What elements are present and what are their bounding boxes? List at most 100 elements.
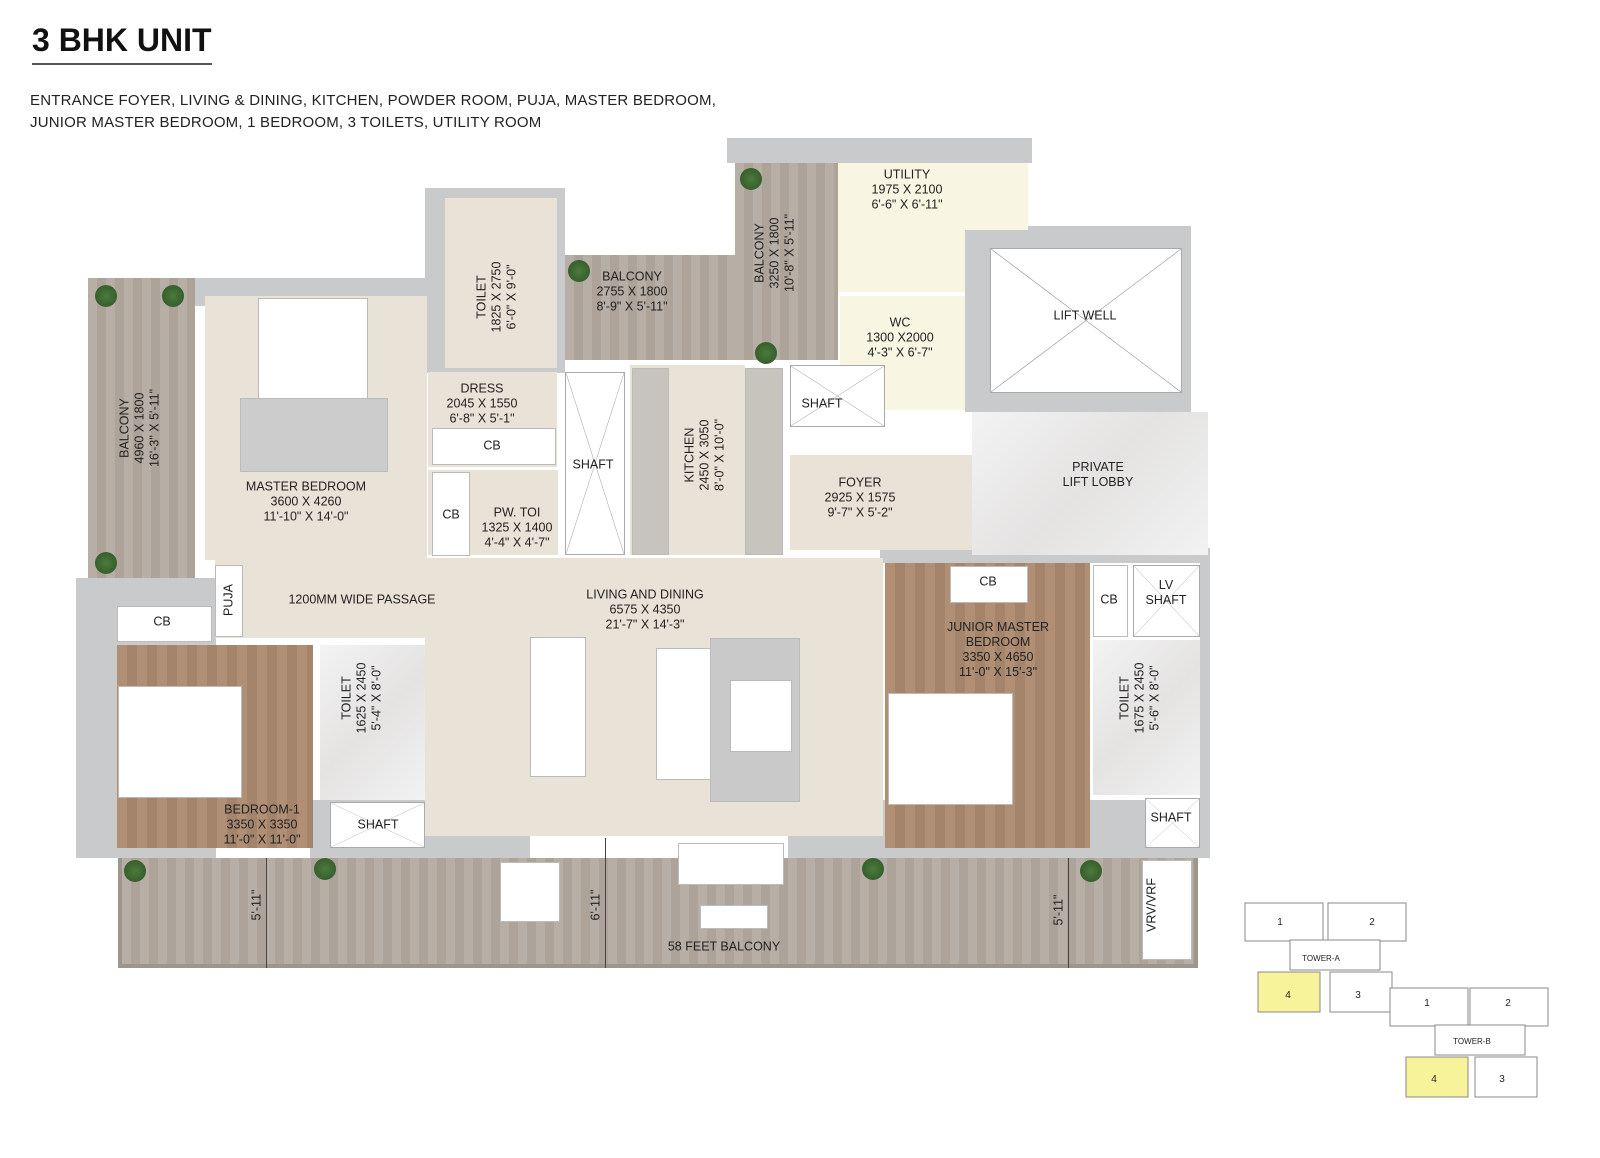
tower-b-unit-2 [1469, 987, 1549, 1027]
bed [118, 686, 242, 798]
dimension-label: 5'-11" [249, 889, 264, 921]
plant-icon [568, 260, 590, 282]
plant-icon [740, 168, 762, 190]
room-toilet-top [445, 198, 557, 368]
cb-label: CB [153, 614, 171, 629]
tower-b-unit-3 [1474, 1056, 1538, 1098]
subtitle-line-2: JUNIOR MASTER BEDROOM, 1 BEDROOM, 3 TOIL… [30, 114, 542, 131]
tower-a-core [1289, 939, 1381, 971]
unit-number: 3 [1355, 990, 1361, 1001]
room-balcony-top [565, 255, 738, 360]
dimension-line [266, 858, 267, 968]
shaft-label: SHAFT [801, 396, 843, 411]
plant-icon [124, 860, 146, 882]
tower-a-unit-3 [1329, 971, 1393, 1013]
cupboard [432, 472, 470, 556]
shaft [1145, 798, 1200, 848]
room-label: LIFT WELL [1053, 308, 1117, 323]
cupboard [1093, 565, 1128, 637]
wall [1200, 555, 1210, 858]
unit-number: 3 [1499, 1074, 1505, 1085]
shaft-label: SHAFT [572, 457, 614, 472]
cb-label: CB [979, 574, 997, 589]
unit-number: 2 [1369, 917, 1375, 928]
dimension-line [1068, 858, 1069, 968]
coffee-table [730, 680, 792, 752]
room-label: VRV/VRF [1144, 878, 1159, 932]
room-balcony-vertical [735, 163, 838, 360]
room-toilet-left [320, 645, 425, 800]
vrv-area [1142, 860, 1192, 960]
room-balcony-left [88, 278, 195, 578]
room-58-feet-balcony [118, 858, 1198, 968]
plant-icon [755, 342, 777, 364]
room-label: PUJA [221, 584, 236, 616]
bed [888, 693, 1013, 805]
key-plan: 1 2 4 3 TOWER-A 1 2 TOWER-B 4 3 [1244, 902, 1549, 1098]
sofa [678, 843, 784, 885]
unit-number: 2 [1505, 998, 1511, 1009]
cb-label: CB [483, 438, 501, 453]
counter [745, 368, 783, 555]
shaft-label: SHAFT [1150, 810, 1192, 825]
puja [215, 565, 243, 637]
plant-icon [314, 858, 336, 880]
cupboard [432, 428, 556, 465]
tower-a-label: TOWER-A [1302, 954, 1340, 963]
wall [727, 138, 1032, 163]
lv-shaft [1133, 565, 1200, 637]
shaft [330, 802, 425, 848]
room-label: 1200MM WIDE PASSAGE [288, 592, 436, 607]
dimension-line [605, 838, 606, 968]
plant-icon [862, 858, 884, 880]
dining-table [530, 637, 586, 777]
room-private-lift-lobby [972, 412, 1208, 555]
lift-well [990, 248, 1182, 393]
unit-number: 1 [1424, 998, 1430, 1009]
room-label: 58 FEET BALCONY [667, 939, 781, 954]
plant-icon [95, 552, 117, 574]
page-title: 3 BHK UNIT [32, 22, 212, 65]
tower-a-unit-1 [1244, 902, 1324, 942]
unit-number: 4 [1431, 1074, 1437, 1085]
cb-label: CB [1100, 592, 1118, 607]
cb-label: CB [442, 507, 460, 522]
table [500, 862, 560, 922]
plant-icon [162, 285, 184, 307]
table [700, 905, 768, 929]
room-utility-lower [838, 230, 965, 292]
shaft-label: SHAFT [357, 817, 399, 832]
room-living-dining [425, 638, 883, 836]
room-utility [838, 163, 1028, 230]
plant-icon [1080, 860, 1102, 882]
shaft [790, 365, 885, 427]
cupboard [117, 606, 212, 642]
tower-b-unit-4-highlight [1405, 1056, 1469, 1098]
rug [240, 398, 388, 472]
shaft [565, 372, 625, 555]
dimension-label: 6'-11" [588, 889, 603, 921]
passage [215, 558, 883, 638]
room-toilet-right [1093, 640, 1200, 795]
cupboard [950, 566, 1028, 603]
tower-b-core [1434, 1024, 1526, 1056]
unit-number: 1 [1277, 917, 1283, 928]
